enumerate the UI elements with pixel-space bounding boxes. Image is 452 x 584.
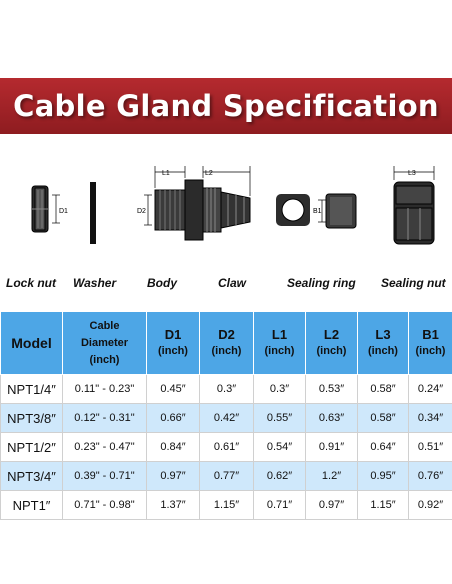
body-drawing [154, 179, 251, 241]
part-label-sealing-nut: Sealing nut [381, 276, 446, 290]
part-label-body: Body [147, 276, 177, 290]
header-b1-unit: (inch) [415, 345, 446, 357]
l3-dimension [393, 166, 435, 180]
cell-l1: 0.62″ [253, 461, 306, 491]
cell-d1: 0.66″ [146, 403, 200, 433]
table-row: NPT1/4″ 0.11" - 0.23" 0.45″ 0.3″ 0.3″ 0.… [0, 374, 452, 404]
part-label-lock-nut: Lock nut [6, 276, 56, 290]
lock-nut-drawing [31, 185, 49, 233]
cell-d2: 0.3″ [199, 374, 254, 404]
cell-cable: 0.23" - 0.47" [62, 432, 147, 462]
header-cable-unit: (inch) [89, 353, 120, 366]
cell-l3: 0.95″ [357, 461, 409, 491]
header-l3-unit: (inch) [368, 345, 398, 357]
parts-drawing: D1 [31, 166, 435, 245]
cell-model: NPT1/2″ [0, 432, 63, 462]
header-l3: L3 (inch) [357, 311, 409, 375]
parts-diagram: D1 [0, 150, 452, 260]
l1-label: L1 [162, 170, 170, 177]
sealing-nut-drawing [393, 181, 435, 245]
header-d1-unit: (inch) [158, 345, 188, 357]
d1-label: D1 [59, 208, 68, 215]
cell-l3: 0.58″ [357, 374, 409, 404]
header-b1: B1 (inch) [408, 311, 452, 375]
title-banner: Cable Gland Specification [0, 78, 452, 134]
cell-d2: 1.15″ [199, 490, 254, 520]
table-row: NPT1″ 0.71" - 0.98" 1.37″ 1.15″ 0.71″ 0.… [0, 490, 452, 520]
header-cable-diameter: Cable Diameter (inch) [62, 311, 147, 375]
header-l3-label: L3 [375, 327, 391, 342]
banner-title: Cable Gland Specification [13, 89, 439, 123]
body-dimensions [144, 166, 251, 226]
spec-table: Model Cable Diameter (inch) D1 (inch) D2 (… [0, 311, 452, 520]
cell-model: NPT1/4″ [0, 374, 63, 404]
header-d2: D2 (inch) [199, 311, 254, 375]
cell-model: NPT1″ [0, 490, 63, 520]
cell-l1: 0.71″ [253, 490, 306, 520]
cell-d2: 0.61″ [199, 432, 254, 462]
cell-b1: 0.51″ [408, 432, 452, 462]
l2-label: L2 [205, 170, 213, 177]
cell-model: NPT3/4″ [0, 461, 63, 491]
cell-cable: 0.39" - 0.71" [62, 461, 147, 491]
cell-cable: 0.11" - 0.23" [62, 374, 147, 404]
cell-model: NPT3/8″ [0, 403, 63, 433]
cell-l3: 0.58″ [357, 403, 409, 433]
cell-l1: 0.54″ [253, 432, 306, 462]
header-cable-line1: Cable [89, 319, 120, 332]
b1-dimension [318, 199, 326, 223]
table-row: NPT3/8″ 0.12" - 0.31" 0.66″ 0.42″ 0.55″ … [0, 403, 452, 433]
cell-l1: 0.55″ [253, 403, 306, 433]
cell-b1: 0.24″ [408, 374, 452, 404]
cell-d2: 0.42″ [199, 403, 254, 433]
header-cable-line2: Diameter [80, 336, 129, 349]
cell-cable: 0.12" - 0.31" [62, 403, 147, 433]
d1-dimension [52, 194, 60, 224]
header-d1-label: D1 [164, 327, 182, 342]
cell-d1: 1.37″ [146, 490, 200, 520]
part-label-washer: Washer [73, 276, 117, 290]
washer-drawing [90, 182, 96, 244]
header-d1: D1 (inch) [146, 311, 200, 375]
header-l2-unit: (inch) [316, 345, 347, 357]
header-l1: L1 (inch) [253, 311, 306, 375]
header-l1-label: L1 [271, 327, 288, 342]
header-l2-label: L2 [323, 327, 340, 342]
cell-l2: 0.63″ [305, 403, 358, 433]
table-row: NPT3/4″ 0.39" - 0.71" 0.97″ 0.77″ 0.62″ … [0, 461, 452, 491]
cell-b1: 0.34″ [408, 403, 452, 433]
header-d2-unit: (inch) [211, 345, 242, 357]
header-l1-unit: (inch) [264, 345, 295, 357]
cell-l2: 0.53″ [305, 374, 358, 404]
b1-label: B1 [313, 208, 322, 215]
cell-b1: 0.76″ [408, 461, 452, 491]
header-l2: L2 (inch) [305, 311, 358, 375]
cell-b1: 0.92″ [408, 490, 452, 520]
cell-d1: 0.84″ [146, 432, 200, 462]
header-b1-label: B1 [422, 327, 439, 342]
cell-l2: 0.97″ [305, 490, 358, 520]
part-label-claw: Claw [218, 276, 247, 290]
cell-d1: 0.97″ [146, 461, 200, 491]
sealing-ring-drawing [276, 193, 357, 229]
cell-l2: 0.91″ [305, 432, 358, 462]
l3-label: L3 [408, 170, 416, 177]
cell-l3: 0.64″ [357, 432, 409, 462]
header-d2-label: D2 [218, 327, 235, 342]
table-header-row: Model Cable Diameter (inch) D1 (inch) D2 (… [0, 311, 452, 375]
cell-l3: 1.15″ [357, 490, 409, 520]
d2-label: D2 [137, 208, 146, 215]
table-row: NPT1/2″ 0.23" - 0.47" 0.84″ 0.61″ 0.54″ … [0, 432, 452, 462]
part-label-sealing-ring: Sealing ring [287, 276, 356, 290]
cell-d2: 0.77″ [199, 461, 254, 491]
cell-l1: 0.3″ [253, 374, 306, 404]
cell-cable: 0.71" - 0.98" [62, 490, 147, 520]
cell-l2: 1.2″ [305, 461, 358, 491]
header-model: Model [0, 311, 63, 375]
cell-d1: 0.45″ [146, 374, 200, 404]
